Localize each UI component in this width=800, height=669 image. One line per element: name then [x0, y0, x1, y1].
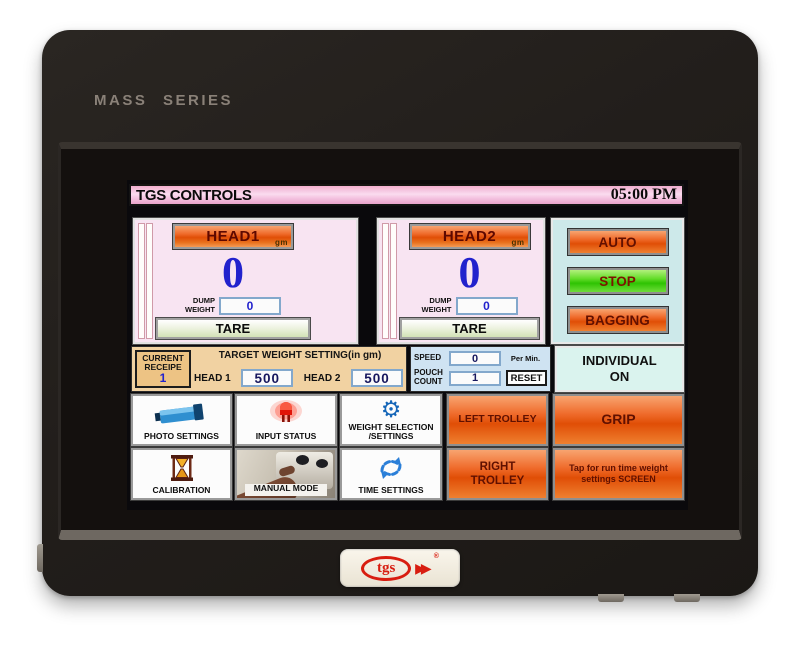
bagging-button[interactable]: BAGGING — [567, 307, 668, 333]
grip-button[interactable]: GRIP — [553, 394, 684, 446]
speed-unit-label: Per Min. — [510, 354, 541, 364]
speed-label: SPEED — [414, 353, 442, 363]
device-brand-text: MASS SERIES — [94, 92, 234, 109]
mount-clip — [674, 594, 700, 602]
pouch-count-value-box: 1 — [449, 370, 501, 386]
head1-unit-label: gm — [275, 238, 288, 247]
head1-target-label: HEAD 1 — [194, 372, 231, 384]
target-weight-fields: HEAD 1 500 HEAD 2 500 — [194, 369, 403, 387]
menu-input-status[interactable]: INPUT STATUS — [235, 394, 337, 446]
mount-clip — [37, 544, 43, 572]
head1-weight-value: 0 — [222, 248, 244, 297]
brand-logo: tgs ▶▶ ® — [340, 549, 460, 587]
red-led-icon — [237, 396, 335, 432]
head1-label: HEAD1 — [206, 228, 260, 245]
head1-dump-weight-box: 0 — [219, 297, 281, 315]
head2-level-gauge — [382, 223, 397, 339]
stop-button[interactable]: STOP — [567, 268, 668, 294]
current-recipe-label: CURRENT — [142, 352, 184, 363]
speed-row: SPEED 0 Per Min. — [414, 351, 547, 367]
head2-target-label: HEAD 2 — [303, 372, 341, 384]
clock-display: 05:00 PM — [610, 186, 677, 203]
head2-dump-weight-box: 0 — [455, 297, 518, 315]
left-trolley-button[interactable]: LEFT TROLLEY — [447, 394, 548, 446]
head1-tare-button[interactable]: TARE — [156, 318, 310, 339]
device-bezel: MASS SERIES TGS CONTROLS 05:00 PM HEAD1 … — [37, 30, 758, 602]
menu-time-settings[interactable]: TIME SETTINGS — [340, 448, 442, 500]
mode-panel: AUTO STOP BAGGING — [551, 218, 684, 344]
logo-arrows-icon: ▶▶ — [415, 560, 431, 576]
target-weight-title: TARGET WEIGHT SETTING(in gm) — [218, 350, 382, 361]
head2-weight-value: 0 — [458, 248, 481, 297]
photo-sensor-icon — [133, 396, 230, 432]
head2-button[interactable]: HEAD2 gm — [409, 224, 530, 249]
menu-calibration[interactable]: CALIBRATION — [131, 448, 232, 500]
head1-button[interactable]: HEAD1 gm — [173, 224, 293, 249]
menu-weight-selection-settings[interactable]: ⚙ WEIGHT SELECTION/SETTINGS — [340, 394, 442, 446]
page-title: TGS CONTROLS — [136, 186, 252, 204]
tgs-logo-text: tgs — [361, 555, 412, 581]
menu-photo-settings[interactable]: PHOTO SETTINGS — [131, 394, 232, 446]
current-recipe-value: 1 — [159, 371, 167, 386]
head1-level-gauge — [138, 223, 153, 339]
speed-value-box: 0 — [449, 351, 501, 367]
head2-unit-label: gm — [511, 238, 525, 247]
mount-clip — [598, 594, 624, 602]
time-sync-icon — [342, 450, 440, 486]
head2-tare-button[interactable]: TARE — [400, 318, 539, 339]
current-recipe-box[interactable]: CURRENT RECEIPE 1 — [135, 350, 191, 388]
hourglass-icon — [133, 450, 230, 486]
head2-target-weight-input[interactable]: 500 — [350, 369, 403, 387]
reset-button[interactable]: RESET — [506, 370, 547, 387]
target-weight-section: CURRENT RECEIPE 1 TARGET WEIGHT SETTING(… — [131, 346, 407, 392]
head2-label: HEAD2 — [442, 228, 497, 245]
gear-icon: ⚙ — [380, 396, 402, 422]
head1-target-weight-input[interactable]: 500 — [241, 369, 294, 387]
menu-manual-mode[interactable]: MANUAL MODE — [235, 448, 337, 500]
registered-mark: ® — [433, 553, 439, 560]
title-bar: TGS CONTROLS 05:00 PM — [129, 184, 684, 206]
auto-button[interactable]: AUTO — [567, 229, 668, 255]
